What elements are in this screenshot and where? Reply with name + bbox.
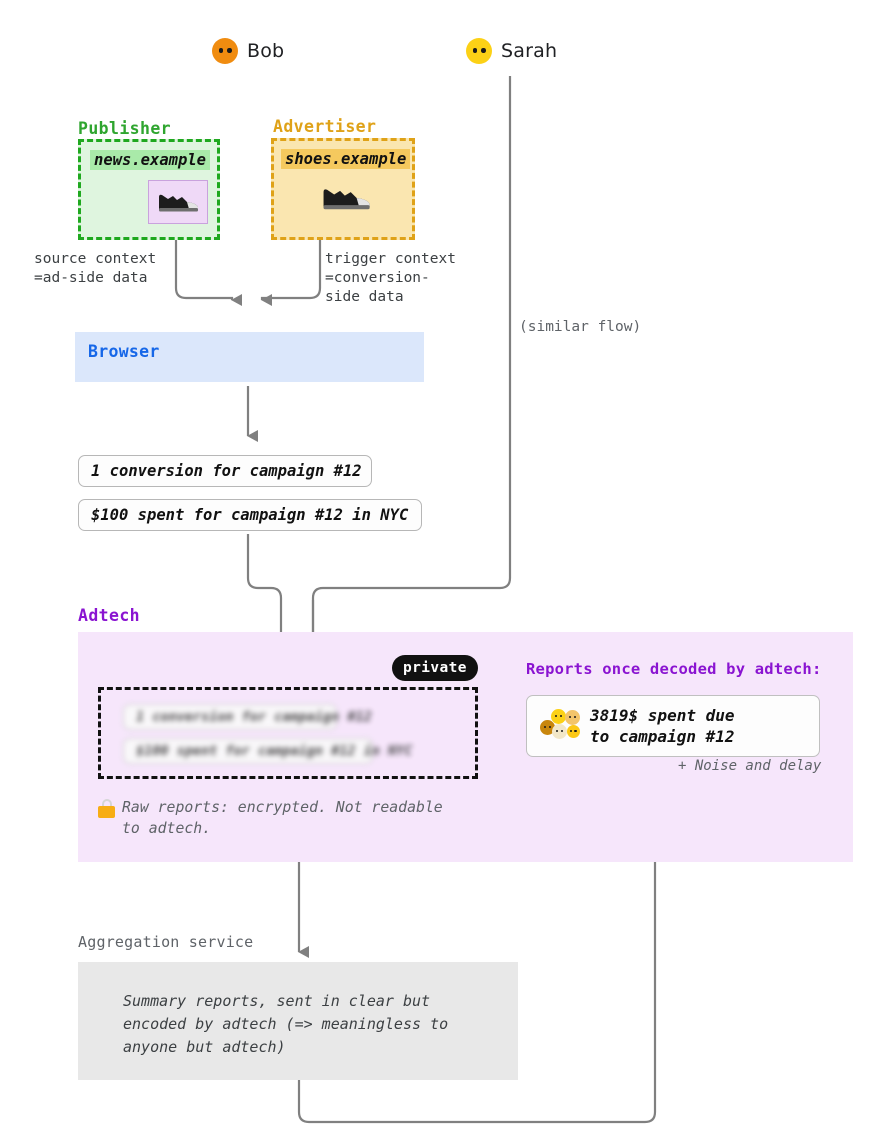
actor-bob: Bob: [212, 38, 284, 64]
browser-label: Browser: [88, 342, 160, 361]
raw-reports-note-text: Raw reports: encrypted. Not readable to …: [122, 799, 443, 837]
advertiser-domain: shoes.example: [281, 149, 411, 169]
raw-reports-note: Raw reports: encrypted. Not readable to …: [98, 797, 498, 839]
source-context-note: source context =ad-side data: [34, 251, 157, 286]
similar-flow-note: (similar flow): [519, 319, 642, 335]
report-chip-spend: $100 spent for campaign #12 in NYC: [78, 499, 422, 531]
publisher-label: Publisher: [78, 119, 172, 138]
aggregation-box: Summary reports, sent in clear but encod…: [78, 962, 518, 1080]
trigger-context-note: trigger context =conversion- side data: [325, 251, 456, 305]
aggregation-service-label: Aggregation service: [78, 933, 254, 951]
decoded-report-box: 3819$ spent due to campaign #12: [526, 695, 820, 757]
actor-name: Sarah: [501, 40, 558, 62]
sneaker-icon: [318, 185, 374, 211]
advertiser-box: shoes.example: [271, 138, 415, 240]
actor-sarah: Sarah: [466, 38, 557, 64]
browser-band: Browser: [75, 332, 424, 382]
publisher-box: news.example: [78, 139, 220, 240]
advertiser-label: Advertiser: [273, 117, 377, 136]
sneaker-icon: [156, 191, 200, 213]
private-badge: private: [392, 655, 478, 681]
blurred-report-conversion: 1 conversion for campaign #12: [123, 704, 372, 730]
publisher-domain: news.example: [90, 150, 210, 170]
decoded-report-value: 3819$ spent due to campaign #12: [590, 706, 735, 746]
smiley-face-icon: [212, 38, 238, 64]
decoded-reports-heading: Reports once decoded by adtech:: [526, 660, 822, 678]
blurred-report-spend: $100 spent for campaign #12 in NYC: [123, 738, 412, 764]
report-chip-conversion: 1 conversion for campaign #12: [78, 455, 372, 487]
lock-icon: [98, 799, 115, 818]
publisher-ad-slot: [148, 180, 208, 224]
audience-faces-icon: [540, 707, 582, 745]
smiley-face-icon: [466, 38, 492, 64]
adtech-label: Adtech: [78, 606, 141, 625]
actor-name: Bob: [247, 40, 285, 62]
aggregation-text: Summary reports, sent in clear but encod…: [123, 992, 449, 1056]
private-zone: 1 conversion for campaign #12 $100 spent…: [98, 687, 478, 779]
noise-and-delay-note: + Noise and delay: [678, 758, 822, 774]
advertiser-ad-slot: [318, 185, 374, 211]
